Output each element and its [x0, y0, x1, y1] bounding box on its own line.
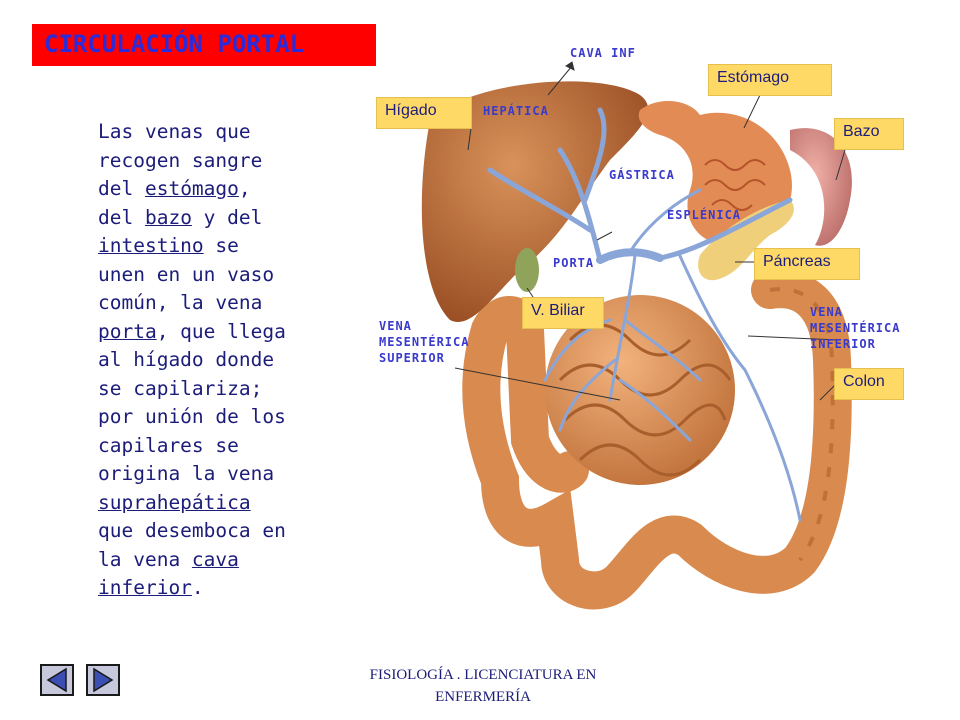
text-segment: Las venas que recogen sangre del: [98, 120, 263, 200]
link-intestino[interactable]: intestino: [98, 234, 204, 257]
label-v-biliar: V. Biliar: [522, 297, 604, 329]
vessel-label-gastrica: GÁSTRICA: [609, 168, 675, 182]
splenic-vein: [657, 197, 793, 261]
footer-line-2: ENFERMERÍA: [435, 689, 531, 705]
vessel-label-line: VENA: [379, 319, 412, 333]
liver-shape: [421, 81, 649, 322]
spleen-shape: [790, 128, 852, 246]
link-porta[interactable]: porta: [98, 319, 157, 343]
previous-slide-button[interactable]: [40, 664, 74, 696]
hepatic-veins: [487, 107, 607, 263]
label-higado: Hígado: [376, 97, 472, 129]
label-bazo: Bazo: [834, 118, 904, 150]
vessel-label-hepatica: HEPÁTICA: [483, 104, 549, 118]
vessel-label-line: MESENTÉRICA: [379, 335, 470, 349]
title-banner: CIRCULACIÓN PORTAL: [32, 24, 376, 66]
vessel-label-porta: PORTA: [553, 256, 595, 270]
triangle-left-icon: [46, 667, 67, 693]
gastric-vein: [628, 188, 702, 254]
vessel-label-mesenterica-inferior: VENA MESENTÉRICA INFERIOR: [810, 304, 900, 352]
label-pancreas: Páncreas: [754, 248, 860, 280]
description-paragraph: Las venas que recogen sangre del estómag…: [98, 118, 288, 603]
link-estomago[interactable]: estómago: [144, 177, 239, 200]
gallbladder-shape: [515, 248, 539, 292]
text-segment: se unen en un vaso común, la vena: [98, 234, 275, 314]
label-estomago: Estómago: [708, 64, 832, 96]
vessel-label-line: INFERIOR: [810, 337, 876, 351]
vessel-label-line: MESENTÉRICA: [810, 321, 901, 335]
stomach-shape: [638, 100, 792, 246]
triangle-right-icon: [93, 667, 114, 693]
text-segment: , del: [98, 177, 251, 229]
vessel-label-mesenterica-superior: VENA MESENTÉRICA SUPERIOR: [379, 318, 469, 366]
vessel-label-cava-inf: CAVA INF: [570, 46, 636, 60]
text-segment: que desemboca en la vena: [98, 519, 286, 571]
page-title: CIRCULACIÓN PORTAL: [44, 30, 305, 58]
colon-shape: [462, 270, 852, 610]
text-segment: y del: [191, 205, 263, 229]
text-segment: .: [191, 576, 204, 599]
text-segment: , que llega al hígado donde se capilariz…: [98, 319, 286, 486]
footer-line-1: FISIOLOGÍA . LICENCIATURA EN: [369, 667, 597, 683]
link-bazo[interactable]: bazo: [144, 205, 192, 229]
label-colon: Colon: [834, 368, 904, 400]
superior-mesenteric-vein: [543, 253, 702, 442]
vessel-label-line: VENA: [810, 305, 843, 319]
link-cava-inferior[interactable]: cava inferior: [98, 547, 239, 600]
vessel-label-esplenica: ESPLÉNICA: [667, 208, 742, 222]
vessel-label-line: SUPERIOR: [379, 351, 445, 365]
next-slide-button[interactable]: [86, 664, 120, 696]
portal-circulation-illustration: [421, 61, 852, 610]
footer-text: FISIOLOGÍA . LICENCIATURA EN ENFERMERÍA: [318, 664, 648, 708]
link-suprahepatica[interactable]: suprahepática: [98, 490, 251, 514]
inferior-mesenteric-vein: [678, 254, 802, 522]
pancreas-shape: [698, 200, 794, 281]
